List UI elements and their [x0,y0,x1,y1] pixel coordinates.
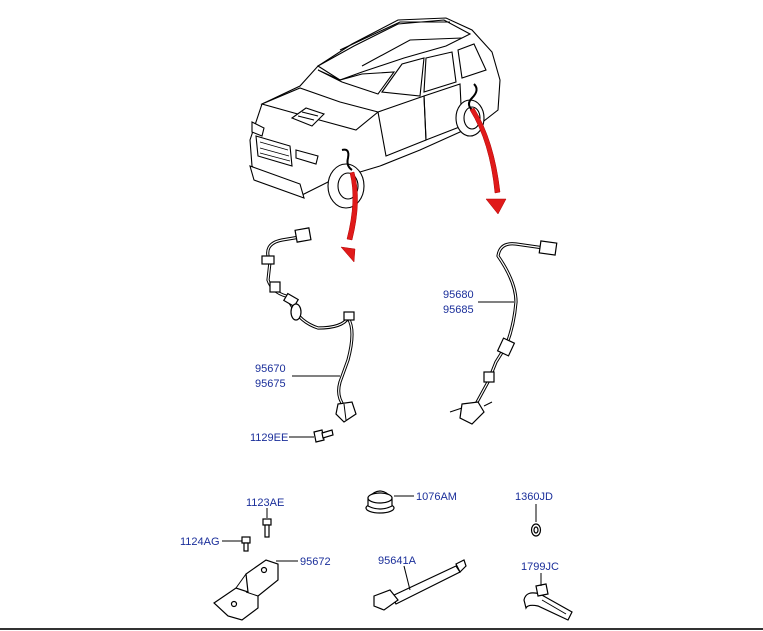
rear-sensor-callout-2: 95685 [443,304,474,316]
rear-wheel-speed-sensor [449,240,558,425]
front-pointer-arrowhead [340,246,356,263]
front-sensor-callout-1: 95670 [255,363,286,375]
vehicle-illustration [249,17,501,209]
leader-extension-cable [403,565,411,591]
tie-strap [523,583,573,621]
bottom-border [0,628,763,630]
bracket-left-bolt [241,536,251,552]
bracket-callout: 95672 [300,556,331,568]
rear-pointer-arrow [469,107,501,194]
rear-sensor-callout-1: 95680 [443,289,474,301]
extension-cable-callout: 95641A [378,555,417,567]
bracket-top-bolt-callout: 1123AE [246,497,284,509]
sensor-bracket [213,559,279,621]
front-bolt-callout: 1129EE [250,432,288,444]
extension-cable [373,559,467,611]
pointer-arrows [340,107,507,263]
cable-clip [530,523,542,537]
front-pointer-arrow [346,171,358,241]
bracket-top-bolt [262,518,272,538]
cable-grommet [365,490,395,514]
rear-pointer-arrowhead [485,198,507,215]
front-sensor-callout-2: 95675 [255,378,286,390]
front-wheel-speed-sensor [261,227,357,423]
grommet-callout: 1076AM [416,491,457,503]
tie-strap-callout: 1799JC [521,561,559,573]
clip-callout: 1360JD [515,491,553,503]
front-sensor-bolt [313,429,334,443]
bracket-left-bolt-callout: 1124AG [180,536,220,548]
